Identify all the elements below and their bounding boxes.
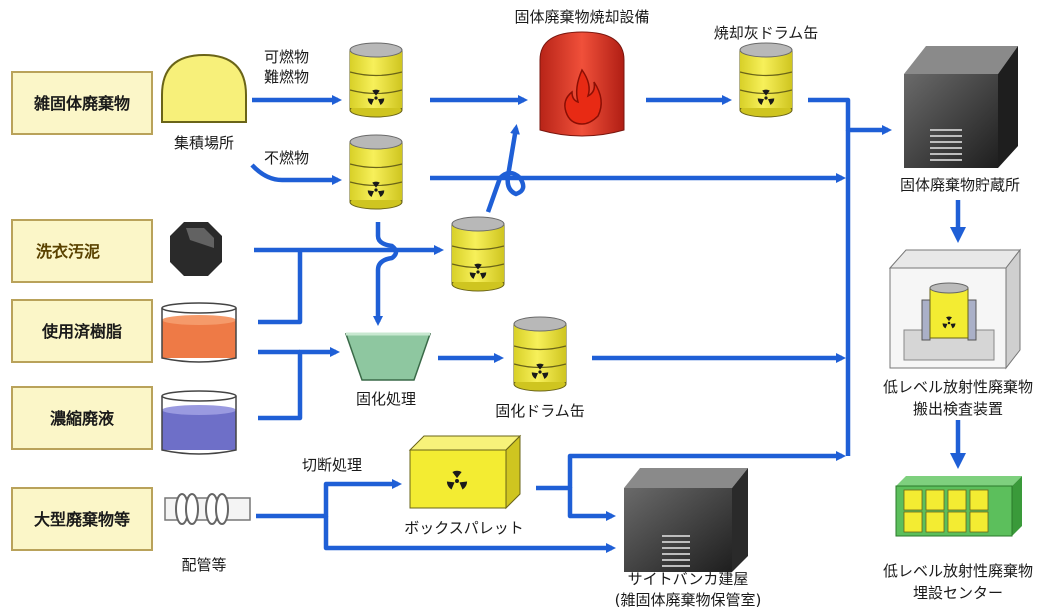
piping-label: 配管等: [181, 556, 226, 574]
ash-drum-label: 焼却灰ドラム缶: [714, 24, 819, 42]
burial-label-2: 埋設センター: [913, 584, 1003, 602]
solidification-hopper-icon: [344, 332, 432, 381]
concentrated-liquid-label: 濃縮廃液: [50, 409, 115, 428]
incinerator-icon: [539, 31, 625, 137]
solidified-drum-label: 固化ドラム缶: [495, 402, 585, 420]
arrow-to-box-pallet: [256, 479, 402, 519]
source-box-large-waste: 大型廃棄物等: [11, 487, 153, 551]
laundry-sludge-label: 洗衣汚泥: [36, 242, 100, 261]
arrow-box-to-site-bunker: [536, 485, 616, 521]
source-box-misc-solid: 雑固体廃棄物: [11, 71, 153, 135]
sludge-ball-icon: [170, 222, 222, 276]
burial-center-icon: [895, 476, 1022, 537]
flame-icon: [564, 68, 602, 125]
noncombustible-label: 不燃物: [264, 149, 309, 167]
solidification-label: 固化処理: [356, 390, 416, 408]
source-box-spent-resin: 使用済樹脂: [11, 299, 153, 363]
burial-label-1: 低レベル放射性廃棄物: [883, 562, 1033, 580]
inspection-label-1: 低レベル放射性廃棄物: [883, 378, 1033, 396]
source-box-laundry-sludge: 洗衣汚泥: [11, 219, 153, 283]
incinerator-label: 固体廃棄物焼却設備: [514, 8, 649, 26]
site-bunker-label-2: (雑固体廃棄物保管室): [615, 591, 762, 609]
collection-site-icon: [161, 53, 247, 123]
combustible-drum-icon: [350, 43, 402, 117]
pipes-icon: [164, 493, 251, 525]
arrow-box-to-trunk: [567, 451, 846, 488]
ash-drum-icon: [740, 43, 792, 117]
source-box-concentrated-liquid: 濃縮廃液: [11, 386, 153, 450]
arrow-to-solid-storage: [808, 97, 892, 135]
sludge-drum-icon: [452, 217, 504, 291]
combustible-label-2: 難燃物: [264, 68, 309, 86]
box-pallet-icon: [408, 434, 522, 510]
site-bunker-label-1: サイトバンカ建屋: [628, 570, 749, 588]
arrow-to-site-bunker: [323, 516, 616, 553]
solid-storage-building-icon: [904, 46, 1018, 168]
arrow-liquid-to-solidification: [258, 347, 340, 421]
resin-beaker-icon: [161, 302, 237, 363]
noncombustible-drum-icon: [350, 135, 402, 209]
cutting-label: 切断処理: [302, 456, 362, 474]
flow-arrows: [250, 95, 966, 553]
arrow-to-noncombustible-drum: [250, 163, 342, 185]
inspection-label-2: 搬出検査装置: [913, 400, 1003, 418]
solidified-drum-icon: [514, 317, 566, 391]
arrow-to-solidification: [373, 222, 399, 326]
inspection-equipment-icon: [888, 248, 1022, 370]
arrow-sludge-to-incinerator: [485, 124, 526, 213]
site-bunker-building-icon: [624, 468, 748, 572]
collection-site-label: 集積場所: [174, 134, 234, 152]
solid-storage-label: 固体廃棄物貯蔵所: [900, 176, 1020, 194]
combustible-label-1: 可燃物: [264, 48, 309, 66]
line-resin-merge: [258, 252, 303, 325]
large-waste-label: 大型廃棄物等: [34, 510, 130, 529]
misc-solid-label: 雑固体廃棄物: [33, 94, 130, 113]
liquid-beaker-icon: [161, 390, 237, 455]
box-pallet-label: ボックスパレット: [404, 519, 524, 537]
spent-resin-label: 使用済樹脂: [41, 322, 122, 341]
